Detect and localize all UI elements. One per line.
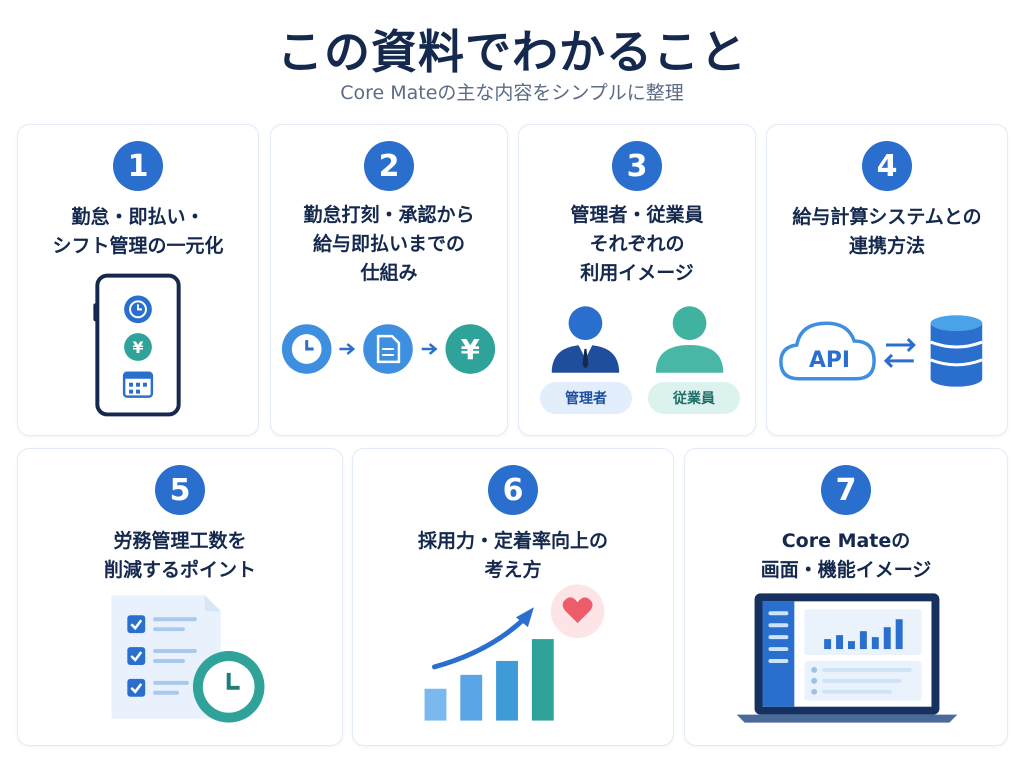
card-title-line: 勤怠・即払い・ — [71, 206, 205, 228]
yen-icon: ¥ — [445, 324, 496, 374]
checklist-illustration — [111, 595, 265, 723]
document-icon — [363, 324, 413, 374]
flow-illustration: ¥ — [281, 324, 496, 374]
card-title: 勤怠打刻・承認から 給与即払いまでの 仕組み — [279, 201, 499, 288]
number-badge: 1 — [113, 141, 163, 191]
people-illustration — [551, 306, 724, 373]
card-title-line: 給与即払いまでの — [312, 233, 465, 255]
yen-icon: ¥ — [124, 333, 152, 361]
card-title-line: 考え方 — [484, 559, 542, 581]
calendar-icon — [122, 371, 154, 398]
cloud-icon — [779, 321, 876, 381]
svg-text:¥: ¥ — [132, 338, 143, 357]
page-title: この資料でわかること — [277, 25, 747, 79]
card-title: 給与計算システムとの 連携方法 — [775, 203, 999, 261]
clock-icon — [192, 651, 265, 723]
api-label: API — [809, 348, 850, 373]
card-title-line: 利用イメージ — [580, 262, 694, 284]
card-1: 1 勤怠・即払い・ シフト管理の一元化 ¥ — [17, 124, 259, 436]
clock-icon — [124, 295, 152, 324]
card-title-line: 労務管理工数を — [113, 530, 247, 552]
number-badge: 7 — [821, 465, 871, 515]
svg-text:¥: ¥ — [461, 333, 480, 366]
number-badge: 6 — [488, 465, 538, 515]
heart-icon — [550, 584, 605, 639]
card-5: 5 労務管理工数を 削減するポイント — [17, 448, 343, 746]
arrow-right-icon — [421, 343, 438, 355]
card-title-line: Core Mateの — [781, 530, 911, 552]
number-badge: 2 — [364, 141, 414, 191]
card-title-line: 管理者・従業員 — [570, 204, 704, 226]
card-title-line: 勤怠打刻・承認から — [303, 204, 475, 226]
card-title: 勤怠・即払い・ シフト管理の一元化 — [26, 203, 250, 261]
card-title: Core Mateの 画面・機能イメージ — [693, 527, 999, 585]
card-title-line: 削減するポイント — [103, 559, 256, 581]
clock-icon — [281, 324, 332, 374]
api-integration-illustration: API — [779, 315, 983, 387]
card-title: 労務管理工数を 削減するポイント — [26, 527, 334, 585]
card-2: 2 勤怠打刻・承認から 給与即払いまでの 仕組み ¥ — [270, 124, 508, 436]
card-title-line: 仕組み — [360, 262, 418, 284]
card-4: 4 給与計算システムとの 連携方法 API — [766, 124, 1008, 436]
card-title-line: シフト管理の一元化 — [52, 235, 224, 257]
number-badge: 3 — [612, 141, 662, 191]
growth-chart-icon — [424, 584, 605, 721]
card-title-line: それぞれの — [589, 233, 685, 255]
card-title-line: 連携方法 — [848, 235, 925, 257]
number-badge: 5 — [155, 465, 205, 515]
laptop-icon — [736, 593, 958, 723]
card-3: 3 管理者・従業員 それぞれの 利用イメージ 管理者 従業員 — [518, 124, 756, 436]
database-icon — [930, 315, 983, 387]
manager-person-icon — [551, 306, 620, 373]
smartphone-icon: ¥ — [93, 273, 181, 417]
arrow-right-icon — [339, 343, 356, 355]
card-title: 採用力・定着率向上の 考え方 — [361, 527, 665, 585]
sync-arrows-icon — [883, 338, 916, 368]
card-title-line: 採用力・定着率向上の — [417, 530, 608, 552]
page-subtitle: Core Mateの主な内容をシンプルに整理 — [340, 82, 684, 104]
card-6: 6 採用力・定着率向上の 考え方 — [352, 448, 674, 746]
card-7: 7 Core Mateの 画面・機能イメージ — [684, 448, 1008, 746]
card-title: 管理者・従業員 それぞれの 利用イメージ — [527, 201, 747, 288]
employee-label: 従業員 — [648, 382, 740, 414]
card-title-line: 給与計算システムとの — [792, 206, 982, 228]
card-title-line: 画面・機能イメージ — [760, 559, 932, 581]
manager-label: 管理者 — [540, 382, 632, 414]
number-badge: 4 — [862, 141, 912, 191]
employee-person-icon — [655, 306, 724, 373]
